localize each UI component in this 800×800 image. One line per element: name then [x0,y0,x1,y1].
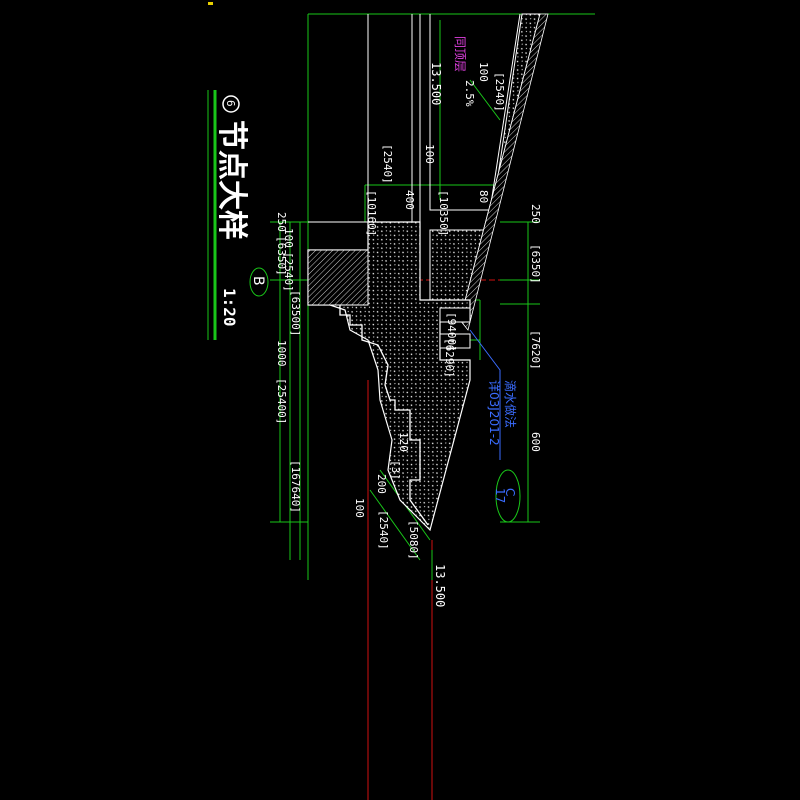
dim-mid-4: 400 [403,190,416,210]
dim-left-5: 1000 [275,340,288,367]
moulding-profile [339,305,429,526]
dim-left-4: [6350] [275,236,288,276]
note-blue-1: 滴水做法 [503,380,518,428]
dim-right-3: [7620] [529,330,542,370]
dim-bot-6: 120 [397,432,410,452]
dim-mid-6: 80 [477,190,490,203]
dim-left-8: [167640] [289,460,302,513]
dim-left-1: 100 [282,228,295,248]
dim-mid-5: [10350] [437,190,450,236]
note-magenta: 同顶层 [453,36,467,72]
dim-left-7: [63500] [289,290,302,336]
note-magenta-2: 2.5% [463,80,476,107]
note-circle-1: C [503,488,517,496]
dim-right-2: [6350] [529,244,542,284]
title-text: 节点大样 [214,120,249,240]
dim-mid-8: [6290] [443,338,456,378]
dim-right-4: 600 [529,432,542,452]
dim-mid-1: [2540] [381,144,394,184]
dim-left-6: [25400] [275,378,288,424]
title-scale: 1:20 [220,288,239,327]
note-leader [469,329,501,460]
drip-notch [439,307,471,323]
dim-bot-3: 200 [375,474,388,494]
dim-top: 100 [477,62,490,82]
corner-mark [208,2,213,5]
elevation-bottom: 13.500 [433,564,447,607]
axis-label: B [250,276,266,286]
axis-bubble-b: B [249,267,269,297]
title-number-circle [222,95,240,113]
dim-left-2: [2540] [282,252,295,292]
note-blue-2: 详03J201-2 [487,380,502,446]
roof-slab [429,13,541,321]
dim-bot-4: [5080] [407,520,420,560]
dim-mid-3: [10160] [365,190,378,236]
dim-mid-2: 100 [423,144,436,164]
dim-bot-1: 100 [353,498,366,518]
roof-finish-layer [459,13,549,331]
dim-right-1: 250 [529,204,542,224]
note-circle-2: 17 [493,488,507,503]
dim-mid-7: [9400] [445,312,458,352]
elevation-top: 13.500 [429,62,443,105]
dim-left-3: 250 [275,212,288,232]
dim-bot-2: [2540] [377,510,390,550]
drawing-title: 6 节点大样 1:20 [207,90,249,340]
wall-outlines [308,13,521,301]
dim-top-2: [2540] [493,72,506,112]
drip-notch-2 [439,333,471,349]
title-number: 6 [224,100,237,107]
dim-bot-5: [3] [389,460,402,480]
beam-section [307,249,369,306]
